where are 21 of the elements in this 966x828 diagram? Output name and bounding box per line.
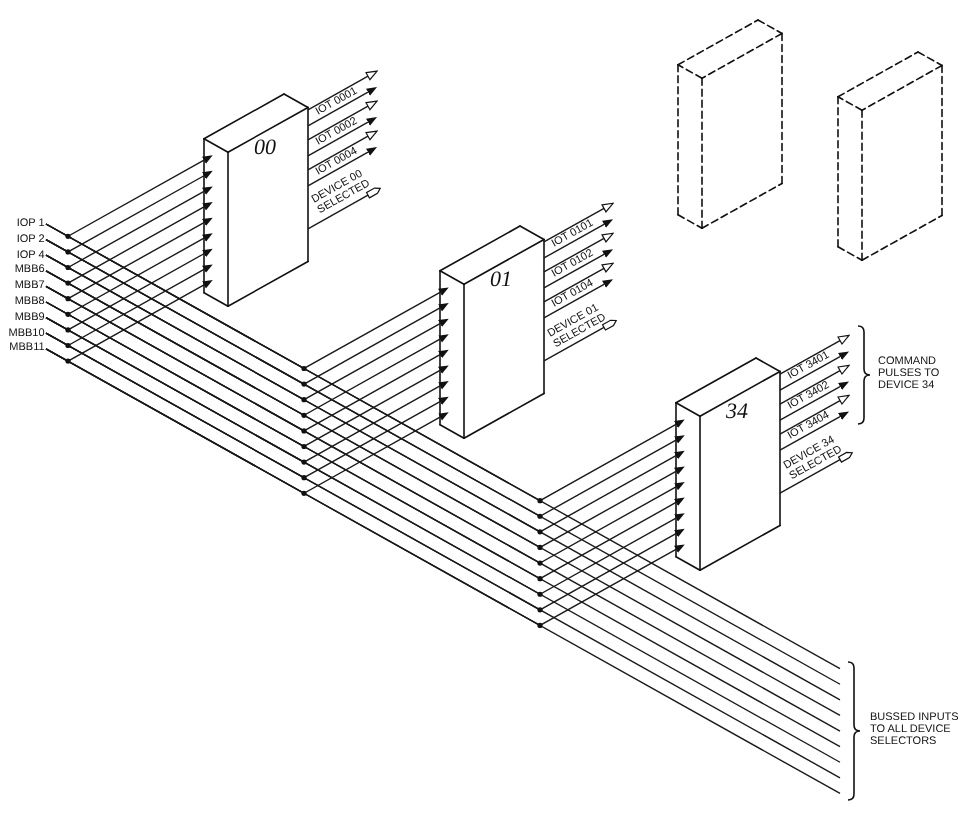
output-arrow xyxy=(779,334,850,375)
output-arrow xyxy=(543,219,614,259)
output-arrow xyxy=(543,249,614,289)
device-number: 01 xyxy=(490,270,512,293)
device-number: 34 xyxy=(726,402,748,425)
output-arrow xyxy=(307,117,378,157)
output-arrow xyxy=(779,364,850,405)
output-arrow xyxy=(543,262,614,303)
output-arrow xyxy=(307,100,378,141)
device-number: 00 xyxy=(254,138,276,161)
output-arrow xyxy=(543,232,614,273)
output-arrow xyxy=(307,130,378,171)
output-arrow xyxy=(779,381,850,421)
output-arrow xyxy=(779,411,850,451)
output-arrow xyxy=(307,70,378,111)
output-arrow xyxy=(307,147,378,187)
output-arrow xyxy=(779,351,850,391)
output-arrow xyxy=(307,87,378,127)
output-arrow xyxy=(543,202,614,243)
output-arrow xyxy=(543,279,614,319)
output-arrow xyxy=(779,394,850,435)
